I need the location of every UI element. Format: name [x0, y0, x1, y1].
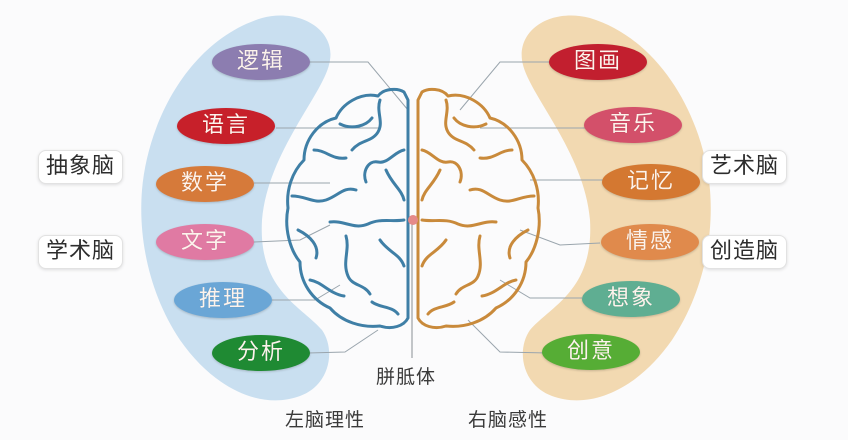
pill-reasoning: 推理	[174, 282, 272, 318]
corpus-callosum-dot	[408, 215, 418, 225]
pill-music: 音乐	[584, 107, 682, 143]
pill-emotion: 情感	[601, 224, 699, 260]
right-brain-caption: 右脑感性	[468, 409, 549, 431]
label-abstract-brain: 抽象脑	[38, 150, 124, 184]
corpus-callosum-label: 胼胝体	[376, 366, 437, 388]
left-brain-caption: 左脑理性	[285, 409, 366, 431]
right-brain-icon	[416, 87, 541, 330]
right-connector-lines	[459, 61, 604, 354]
pill-drawing: 图画	[549, 44, 647, 80]
left-connector-lines	[253, 61, 409, 354]
pill-math: 数学	[156, 166, 254, 202]
label-art-brain: 艺术脑	[702, 150, 788, 184]
label-academic-brain: 学术脑	[38, 235, 124, 269]
pill-creativity: 创意	[542, 334, 640, 370]
pill-analysis: 分析	[212, 335, 310, 371]
pill-imagination: 想象	[582, 281, 680, 317]
pill-writing: 文字	[156, 224, 254, 260]
pill-memory: 记忆	[602, 164, 700, 200]
pill-language: 语言	[177, 108, 275, 144]
label-creative-brain: 创造脑	[702, 235, 788, 269]
pill-logic: 逻辑	[212, 44, 310, 80]
left-brain-icon	[285, 87, 410, 330]
